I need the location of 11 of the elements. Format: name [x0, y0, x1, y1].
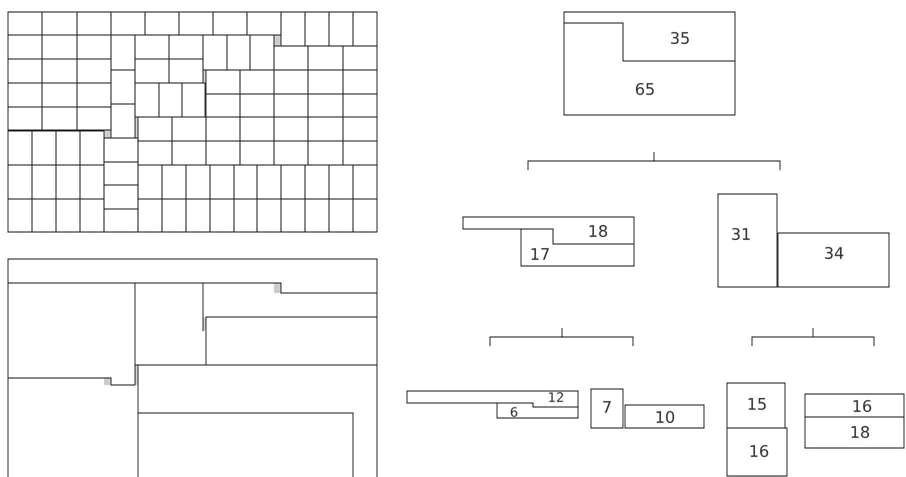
- numbered-piece: 18: [462, 216, 634, 244]
- numbered-piece: 18: [804, 416, 904, 448]
- numbered-piece: 35: [564, 12, 736, 62]
- numbered-piece: 16: [804, 394, 904, 418]
- numbered-piece: 7: [590, 388, 624, 428]
- numbered-piece: 16: [726, 428, 788, 476]
- numbered-piece: 10: [624, 404, 704, 428]
- numbered-piece: 34: [778, 232, 890, 288]
- numbered-piece: 15: [726, 382, 786, 428]
- numbered-piece: 12: [406, 390, 578, 408]
- numbered-piece: 31: [718, 194, 778, 288]
